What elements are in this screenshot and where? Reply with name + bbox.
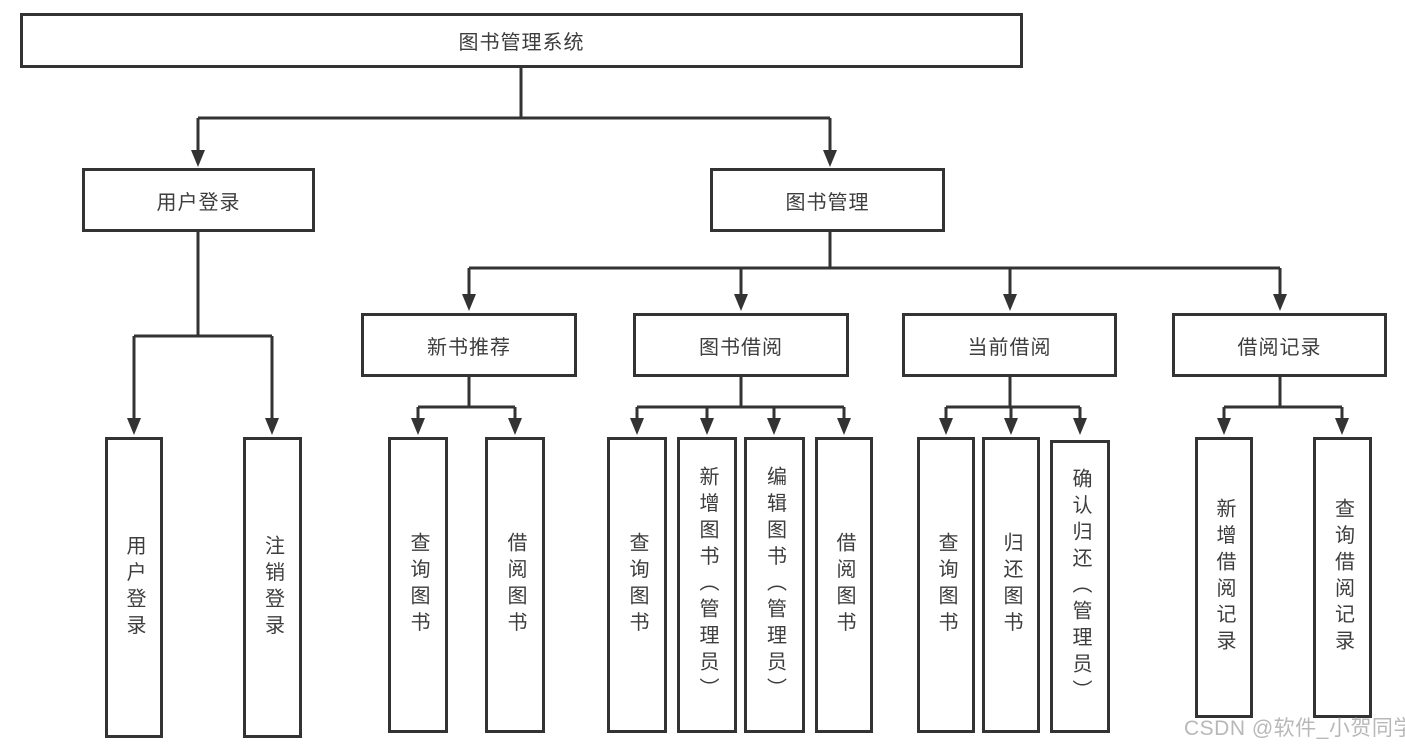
node-user-login: 用户登录	[105, 437, 163, 738]
node-book-management-branch: 图书管理	[710, 168, 945, 232]
node-add-book-admin: 新增图书（管理员）	[677, 437, 737, 733]
node-query-book: 查询图书	[388, 437, 448, 733]
node-return-book: 归还图书	[982, 437, 1040, 733]
node-logout: 注销登录	[243, 437, 302, 738]
node-borrow-book: 借阅图书	[815, 437, 873, 733]
node-new-book-recommendation: 新书推荐	[361, 313, 577, 377]
node-label: 查询图书	[407, 532, 429, 638]
csdn-watermark: CSDN @软件_小贺同学	[1184, 717, 1405, 740]
node-edit-book-admin: 编辑图书（管理员）	[744, 437, 805, 733]
node-borrow-book: 借阅图书	[485, 437, 545, 733]
node-label: 新增借阅记录	[1213, 498, 1235, 657]
node-query-book: 查询图书	[917, 437, 975, 733]
node-label: 查询图书	[626, 532, 648, 638]
node-label: 查询图书	[935, 532, 957, 638]
node-label: 新增图书（管理员）	[696, 466, 718, 704]
node-query-borrow-record: 查询借阅记录	[1313, 437, 1372, 718]
node-label: 归还图书	[1000, 532, 1022, 638]
node-label: 新书推荐	[427, 336, 511, 359]
node-label: 用户登录	[123, 534, 145, 641]
node-library-management-system: 图书管理系统	[20, 13, 1023, 68]
node-user-login-branch: 用户登录	[82, 168, 315, 232]
node-query-book: 查询图书	[607, 437, 667, 733]
node-add-borrow-record: 新增借阅记录	[1195, 437, 1253, 718]
node-confirm-return-admin: 确认归还（管理员）	[1050, 440, 1110, 733]
node-label: 借阅图书	[833, 532, 855, 638]
node-label: 图书管理	[785, 191, 870, 214]
node-label: 编辑图书（管理员）	[763, 466, 786, 704]
node-label: 当前借阅	[967, 336, 1052, 359]
node-label: 注销登录	[261, 534, 284, 641]
node-label: 用户登录	[156, 191, 241, 214]
node-label: 借阅记录	[1237, 336, 1322, 359]
node-label: 图书管理系统	[458, 32, 585, 54]
node-label: 查询借阅记录	[1331, 498, 1354, 657]
node-label: 确认归还（管理员）	[1069, 467, 1091, 706]
node-current-borrowing: 当前借阅	[902, 313, 1117, 377]
node-book-borrowing: 图书借阅	[633, 313, 849, 377]
node-label: 图书借阅	[699, 336, 783, 359]
node-borrowing-records: 借阅记录	[1172, 313, 1387, 377]
node-label: 借阅图书	[504, 532, 526, 638]
